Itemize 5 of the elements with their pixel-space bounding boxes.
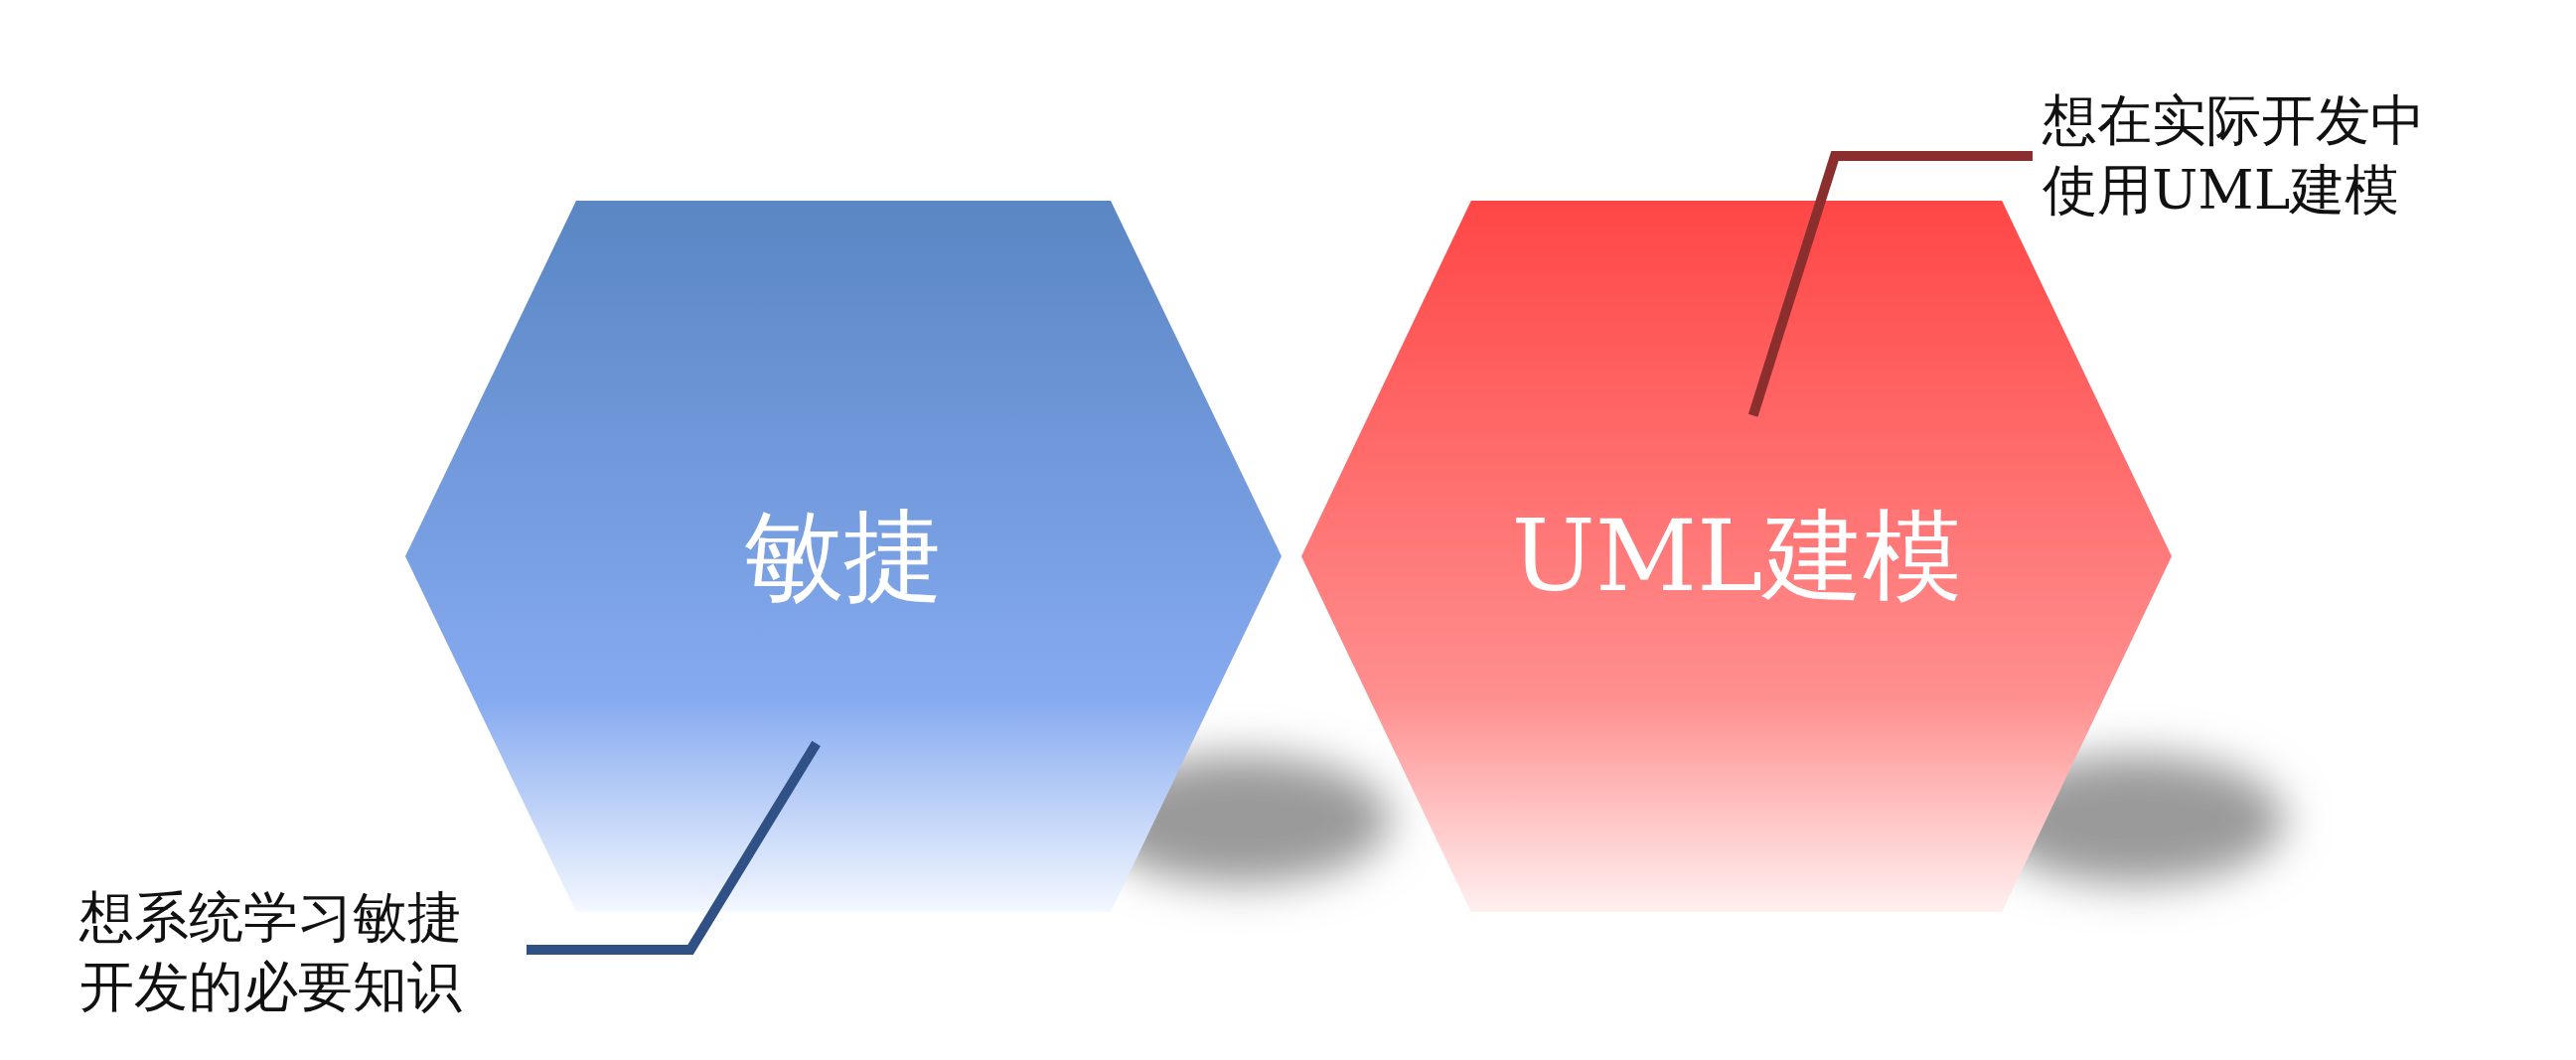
hexagon-label: 敏捷	[743, 502, 944, 611]
callout-text: 想系统学习敏捷开发的必要知识	[79, 882, 497, 1021]
leader-line	[527, 740, 821, 955]
hexagon-label: UML建模	[1510, 502, 1963, 611]
callout-text: 想在实际开发中使用UML建模	[2043, 85, 2460, 225]
